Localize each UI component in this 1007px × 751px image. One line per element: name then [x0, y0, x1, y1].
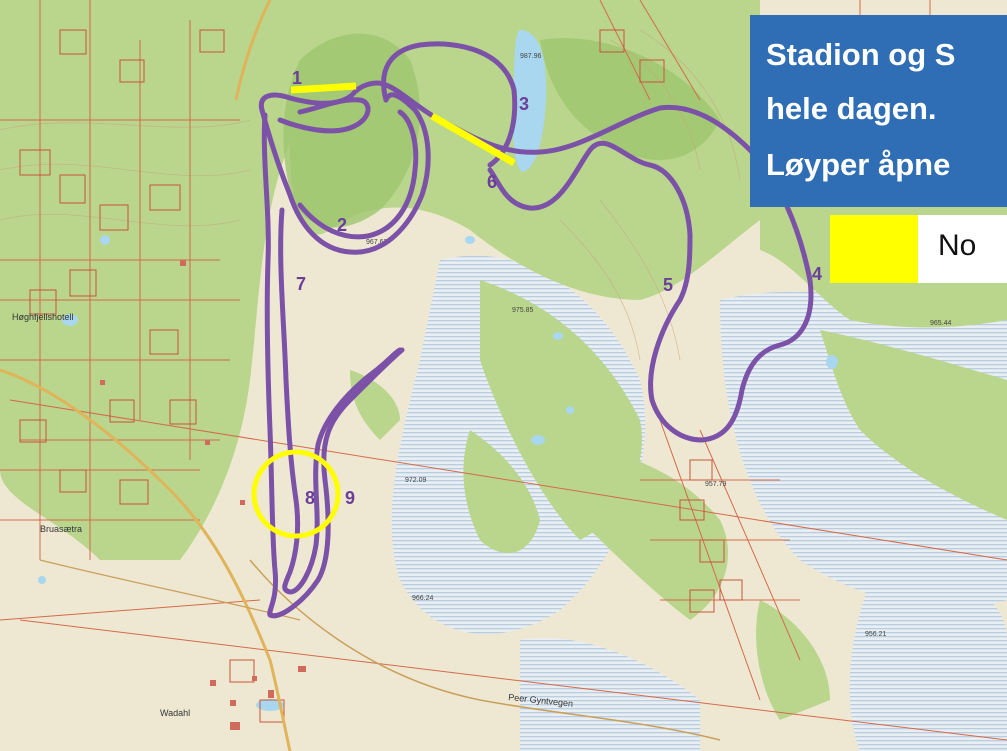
spot-height-957: 957.79: [705, 481, 727, 488]
legend-label: No: [938, 229, 977, 262]
lakes: [38, 30, 838, 711]
trail-loop-2[interactable]: [259, 92, 431, 255]
info-banner: Stadion og S hele dagen. Løyper åpne: [750, 15, 1007, 207]
place-bruasaetra: Bruasætra: [40, 524, 82, 534]
course-label-5: 5: [663, 275, 673, 295]
spot-height-987: 987.96: [520, 53, 542, 60]
course-label-2: 2: [337, 215, 347, 235]
legend-box: No: [830, 215, 1007, 283]
no-zone-bar-2: [430, 112, 516, 167]
contour-lines: [0, 29, 741, 361]
place-wadahl: Wadahl: [160, 708, 190, 718]
trail-loop-3[interactable]: [381, 41, 518, 168]
trail-outer-loop[interactable]: [258, 80, 814, 443]
trail-7-east[interactable]: [278, 207, 403, 595]
buildings: [100, 260, 306, 730]
course-label-1: 1: [292, 68, 302, 88]
trail-7-west[interactable]: [261, 112, 405, 619]
spot-height-967: 967.62: [366, 239, 388, 246]
spot-height-975: 975.85: [512, 307, 534, 314]
legend-yellow-swatch: [830, 215, 918, 283]
spot-height-972: 972.09: [405, 477, 427, 484]
course-label-8: 8: [305, 488, 315, 508]
spot-height-965: 965.44: [930, 320, 952, 327]
trail-loop-2-inner[interactable]: [297, 109, 419, 240]
course-label-3: 3: [519, 94, 529, 114]
no-zone-circle: [251, 449, 341, 539]
banner-line-2: hele dagen.: [766, 91, 937, 126]
banner-line-1: Stadion og S: [766, 37, 956, 72]
course-label-7: 7: [296, 274, 306, 294]
course-label-9: 9: [345, 488, 355, 508]
banner-line-3: Løyper åpne: [766, 147, 951, 182]
spot-height-966: 966.24: [412, 595, 434, 602]
spot-height-956: 956.21: [865, 631, 887, 638]
place-hoghfjellshotell: Høghfjellshotell: [12, 312, 74, 322]
ski-trails[interactable]: [258, 41, 814, 619]
course-label-4: 4: [812, 264, 822, 284]
trail-loop-1[interactable]: [277, 97, 371, 134]
course-label-6: 6: [487, 172, 497, 192]
no-zone-bar-1: [290, 82, 357, 94]
no-zone-markers: [251, 82, 516, 539]
property-parcels: [19, 29, 743, 723]
